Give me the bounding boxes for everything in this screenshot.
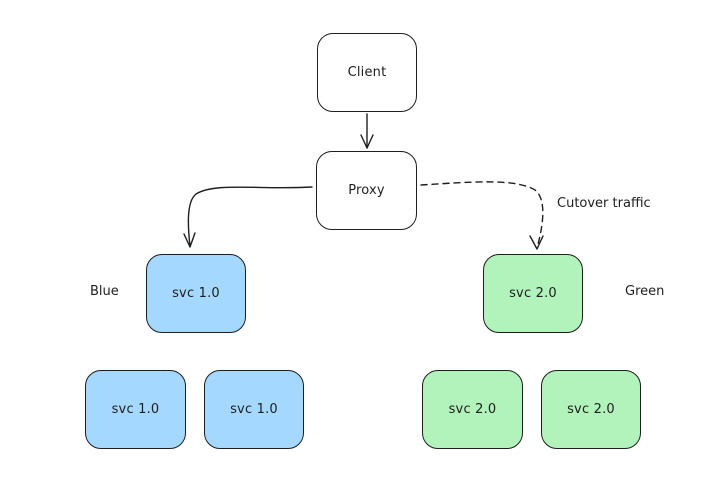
arrowhead-green [529,235,544,250]
green-replica-node: svc 2.0 [422,370,523,449]
blue-replica-node: svc 1.0 [204,370,304,449]
client-node: Client [317,33,417,112]
edge-proxy-blue [187,186,313,247]
green-svc-node: svc 2.0 [483,254,583,333]
blue-svc-node: svc 1.0 [146,254,246,333]
arrowhead-proxy [360,134,374,149]
arrowhead-blue [183,232,196,248]
green-replica-node: svc 2.0 [541,370,641,449]
cutover-traffic-label: Cutover traffic [557,196,651,211]
blue-replica-node: svc 1.0 [85,370,186,449]
green-environment-label: Green [625,284,665,299]
proxy-node: Proxy [316,151,417,230]
edge-proxy-green-dashed [420,181,544,249]
blue-environment-label: Blue [90,284,119,299]
